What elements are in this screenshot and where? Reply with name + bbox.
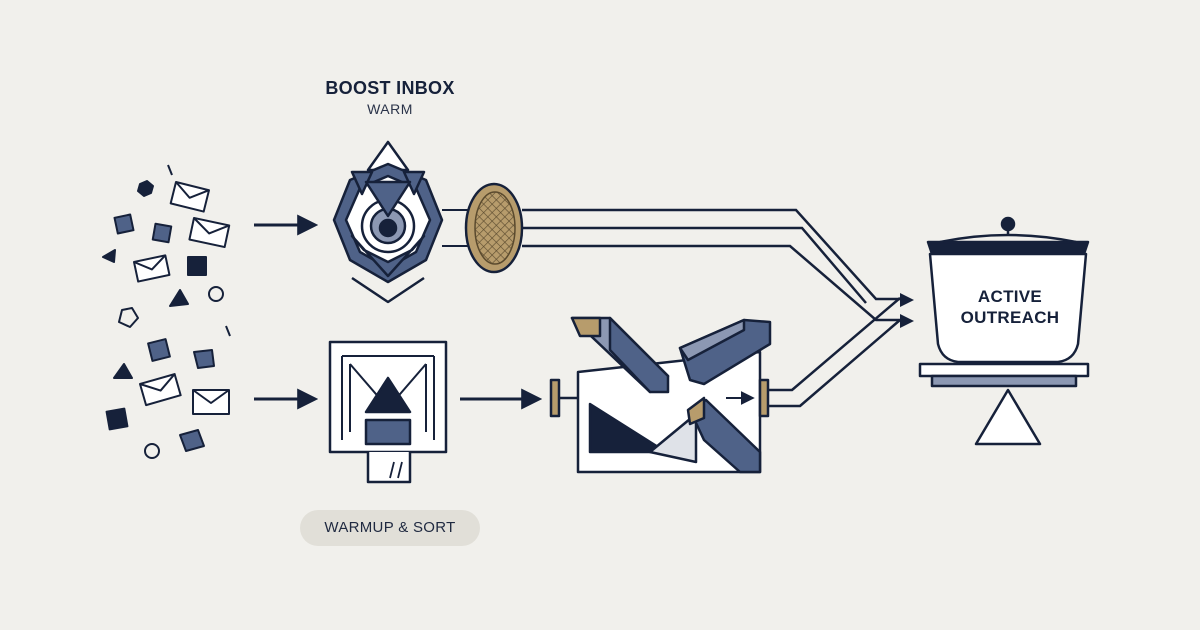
parallelogram-icon <box>193 349 215 369</box>
eye-icon <box>332 140 444 304</box>
scale-base-icon <box>918 362 1090 446</box>
envelope-icon <box>192 389 230 415</box>
scattered-inputs <box>102 164 231 459</box>
top-route-lines <box>522 208 906 322</box>
triangle-icon <box>102 249 116 263</box>
dash-mark <box>167 164 173 176</box>
envelope-icon <box>133 254 171 283</box>
funnel-box-icon <box>328 340 448 484</box>
bucket-icon <box>926 216 1090 364</box>
stage-label-pill <box>300 510 480 546</box>
destination-label-line1: ACTIVE <box>977 287 1043 306</box>
circle-icon <box>144 443 160 459</box>
pentagon-icon <box>118 307 139 328</box>
square-icon <box>187 256 207 276</box>
square-icon <box>147 338 171 362</box>
envelope-icon <box>188 217 231 249</box>
triangle-icon <box>113 363 133 379</box>
destination-label: ACTIVE OUTREACH <box>930 286 1090 328</box>
mesh-filter-icon <box>442 182 524 274</box>
stage-title: BOOST INBOX <box>325 78 455 98</box>
outreach-arrow-top <box>900 293 914 307</box>
sorting-machine-icon <box>549 297 901 474</box>
envelope-icon <box>169 181 210 213</box>
stage-subtitle: WARM <box>367 101 413 117</box>
square-icon <box>105 407 129 431</box>
square-icon <box>113 213 135 235</box>
circle-icon <box>208 286 224 302</box>
hexagon-icon <box>137 180 154 197</box>
dash-mark <box>225 325 231 337</box>
parallelogram-icon <box>179 429 205 452</box>
stage-label-text: WARMUP & SORT <box>324 519 456 536</box>
envelope-icon <box>139 373 182 407</box>
outreach-arrow-bottom <box>900 314 914 328</box>
destination-label-line2: OUTREACH <box>960 308 1060 327</box>
triangle-icon <box>169 289 189 307</box>
square-icon <box>151 222 173 244</box>
